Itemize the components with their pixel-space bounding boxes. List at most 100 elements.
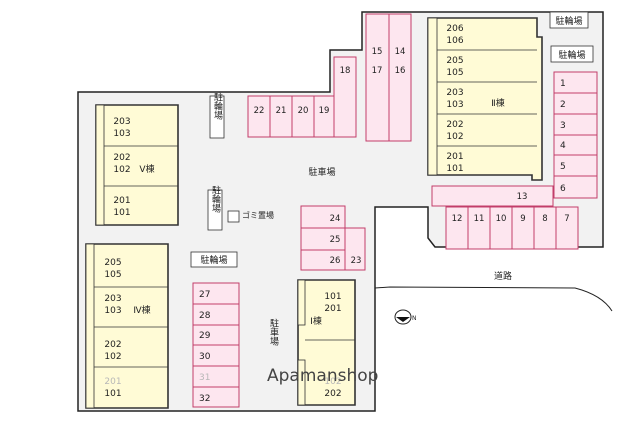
- svg-text:駐輪場: 駐輪場: [212, 91, 223, 120]
- parking-number: 26: [330, 256, 341, 266]
- parking-number: 24: [330, 214, 341, 224]
- parking-number: 8: [542, 214, 547, 224]
- unit-number: 203: [446, 88, 463, 98]
- bike-parking-label: 駐輪場: [550, 45, 594, 63]
- unit-number: 201: [113, 196, 130, 206]
- parking-spot: [344, 227, 366, 271]
- unit-number: 102: [324, 377, 341, 387]
- building-2-unit: 201 101: [446, 152, 463, 174]
- building-5: 203 103 202 102 201 101 Ⅴ棟: [95, 104, 179, 226]
- parking-number: 21: [276, 106, 287, 116]
- unit-number: 103: [446, 100, 463, 110]
- svg-text:駐輪場: 駐輪場: [558, 49, 585, 61]
- building-2-unit: 202 102: [437, 120, 537, 147]
- parking-spot: [291, 95, 315, 138]
- parking-spot: [555, 206, 579, 250]
- unit-number: 201: [324, 304, 341, 314]
- parking-number: 12: [452, 214, 463, 224]
- compass-icon: N: [394, 309, 417, 325]
- parking-number: 25: [330, 235, 341, 245]
- parking-number: 17: [372, 66, 383, 76]
- bike-parking-label: 駐輪場: [207, 184, 223, 231]
- parking-number: 23: [351, 256, 362, 266]
- unit-number: 203: [113, 117, 130, 127]
- parking-column-right: 1 2 3 4 5 6: [553, 71, 598, 199]
- parking-number: 9: [520, 214, 525, 224]
- unit-number: 202: [104, 340, 121, 350]
- parking-number: 22: [254, 106, 265, 116]
- svg-text:駐輪場: 駐輪場: [200, 254, 227, 266]
- parking-number: 10: [496, 214, 507, 224]
- parking-number: 4: [560, 141, 566, 151]
- parking-number: 13: [517, 192, 528, 202]
- parking-number: 14: [395, 47, 406, 57]
- parking-number: 3: [560, 121, 566, 131]
- bike-parking-label: 駐輪場: [190, 251, 238, 268]
- parking-spot: [431, 185, 554, 207]
- svg-text:駐輪場: 駐輪場: [555, 15, 582, 27]
- unit-number: 205: [446, 56, 463, 66]
- parking-row-top: 22 21 20 19 18: [247, 56, 357, 138]
- unit-number: 102: [113, 165, 130, 175]
- parking-number: 28: [199, 311, 211, 321]
- parking-spot: [553, 175, 598, 199]
- parking-number: 20: [298, 106, 309, 116]
- building-2-unit: 203 103: [437, 88, 537, 115]
- unit-number: 103: [104, 306, 121, 316]
- unit-number: 102: [104, 352, 121, 362]
- parking-number: 16: [395, 66, 406, 76]
- parking-row-bottom-right: 12 11 10 9 8 7: [445, 206, 579, 250]
- unit-number: 202: [446, 120, 463, 130]
- unit-number: 106: [446, 36, 463, 46]
- parking-spot-13: 13: [431, 185, 554, 207]
- parking-number: 29: [199, 331, 211, 341]
- parking-number: 27: [199, 290, 210, 300]
- parking-number: 1: [560, 79, 566, 89]
- parking-number: 31: [199, 373, 210, 383]
- building-2-unit: 205 105: [437, 56, 537, 83]
- road-edge: [374, 286, 613, 312]
- building-4: 205 105 203 103 202 102 201 101 Ⅳ棟: [85, 243, 169, 409]
- garbage-label: ゴミ置場: [227, 210, 274, 223]
- unit-number: 202: [113, 153, 130, 163]
- svg-text:駐輪場: 駐輪場: [210, 184, 221, 213]
- svg-text:N: N: [412, 315, 417, 322]
- parking-spot: [333, 56, 357, 138]
- unit-number: 102: [446, 132, 463, 142]
- unit-number: 203: [104, 294, 121, 304]
- svg-text:ゴミ置場: ゴミ置場: [242, 210, 274, 220]
- unit-number: 101: [324, 292, 341, 302]
- bike-parking-label: 駐輪場: [549, 11, 589, 29]
- unit-number: 101: [446, 164, 463, 174]
- parking-number: 19: [319, 106, 330, 116]
- parking-area-label: 駐車場: [308, 166, 335, 178]
- watermark: Apamanshop: [267, 366, 378, 386]
- parking-spot: [313, 95, 335, 138]
- parking-number: 7: [564, 214, 569, 224]
- parking-spot: [247, 95, 271, 138]
- parking-number: 32: [199, 394, 210, 404]
- bike-parking-label: 駐輪場: [209, 91, 225, 139]
- building-1: 101 201 Ⅰ棟 102 202: [297, 279, 356, 406]
- parking-spot: [388, 13, 412, 142]
- parking-number: 30: [199, 352, 211, 362]
- parking-number: 11: [474, 214, 485, 224]
- parking-area-label: 駐車場: [268, 317, 279, 346]
- parking-spot: [365, 13, 390, 142]
- parking-number: 2: [560, 100, 566, 110]
- unit-number: 101: [113, 208, 130, 218]
- building-2: 206 106 205 105 203 103 202 102 201 101 …: [427, 17, 543, 181]
- parking-spot: [192, 386, 240, 408]
- parking-number: 15: [372, 47, 383, 57]
- unit-number: 105: [446, 68, 463, 78]
- building-name: Ⅴ棟: [139, 163, 154, 175]
- unit-number: 205: [104, 258, 121, 268]
- parking-number: 18: [340, 66, 351, 76]
- unit-number: 105: [104, 270, 121, 280]
- unit-number: 101: [104, 389, 121, 399]
- unit-number: 202: [324, 389, 341, 399]
- building-name: Ⅰ棟: [310, 315, 322, 327]
- road-label: 道路: [494, 270, 512, 282]
- parking-column-middle: 24 25 26 23: [300, 205, 366, 271]
